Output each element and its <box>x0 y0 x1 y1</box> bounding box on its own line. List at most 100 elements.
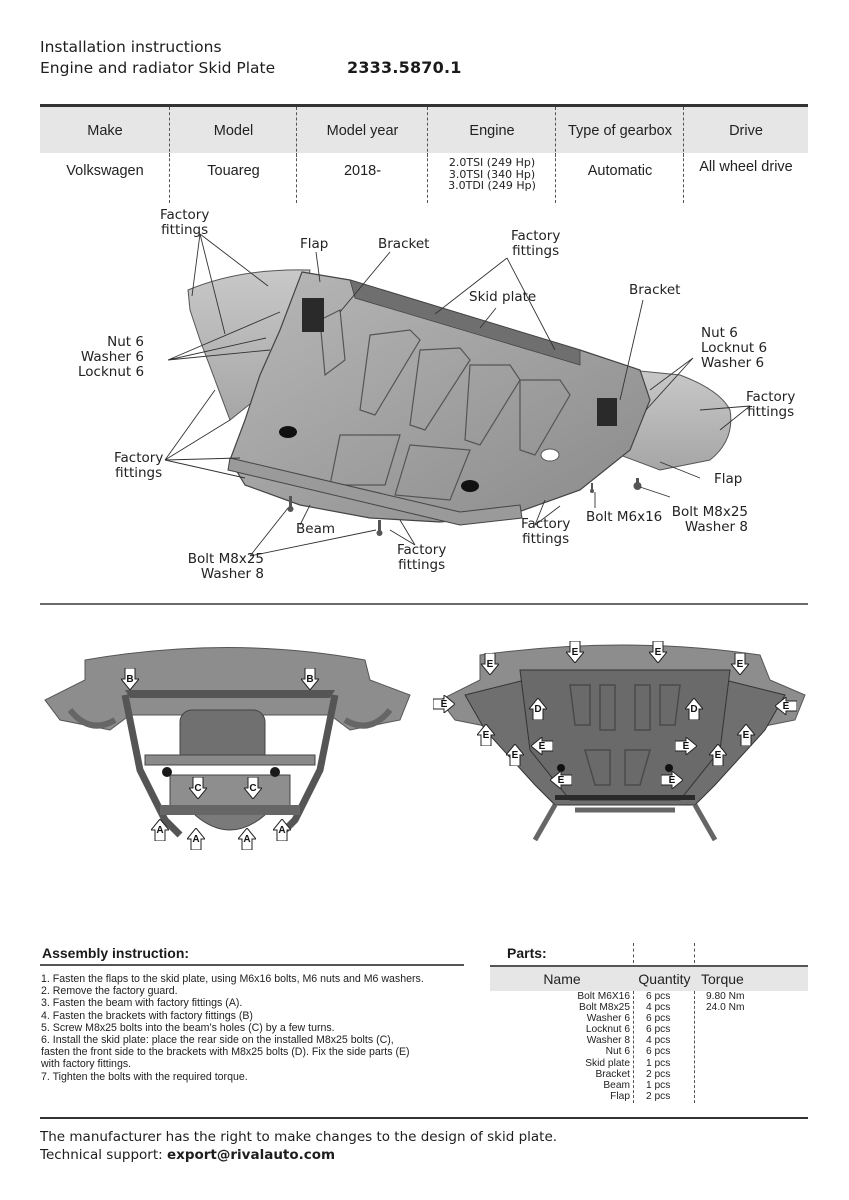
footer-disclaimer: The manufacturer has the right to make c… <box>40 1129 558 1145</box>
parts-row: Bracket 2 pcs <box>490 1069 808 1080</box>
part-torque: 24.0 Nm <box>706 1001 745 1013</box>
assembly-step: 7. Tighten the bolts with the required t… <box>41 1070 248 1083</box>
vehicle-table: Make Model Model year Engine Type of gea… <box>40 104 808 203</box>
part-quantity: 6 pcs <box>646 1046 671 1058</box>
support-email-link[interactable]: export@rivalauto.com <box>166 1147 336 1163</box>
part-torque <box>695 1069 706 1080</box>
engine-item: 3.0TDI (249 Hp) <box>448 179 536 192</box>
part-quantity: 6 pcs <box>646 1024 671 1036</box>
marker-arrow-e: E <box>432 693 456 715</box>
parts-column-divider <box>694 990 695 1103</box>
marker-letter: E <box>440 698 448 710</box>
title-line-2: Engine and radiator Skid Plate <box>40 59 276 77</box>
header-drive: Drive <box>729 123 763 139</box>
marker-letter: E <box>714 749 722 761</box>
marker-arrow-d: D <box>527 697 549 721</box>
marker-letter: A <box>243 833 251 845</box>
vehicle-table-row: Volkswagen Touareg 2018- 2.0TSI (249 Hp)… <box>40 153 808 203</box>
marker-arrow-e: E <box>475 723 497 747</box>
parts-title: Parts: <box>507 945 547 961</box>
parts-header-torque: Torque <box>701 970 744 987</box>
header-engine: Engine <box>428 107 556 157</box>
marker-arrow-e: E <box>774 695 798 717</box>
part-torque <box>695 1080 706 1091</box>
parts-row: Nut 6 6 pcs <box>490 1046 808 1057</box>
assembly-step: 5. Screw M8x25 bolts into the beam’s hol… <box>41 1021 335 1034</box>
parts-column-divider <box>633 943 634 963</box>
part-torque <box>695 1091 706 1102</box>
part-torque <box>695 1046 706 1057</box>
part-name: Locknut 6 <box>585 1024 630 1036</box>
parts-row: Locknut 6 6 pcs <box>490 1024 808 1035</box>
part-torque: 9.80 Nm <box>706 990 745 1002</box>
part-quantity: 6 pcs <box>646 1012 671 1024</box>
skid-plate-illustration <box>164 233 751 557</box>
support-label: Technical support: <box>40 1147 163 1163</box>
marker-arrow-e: E <box>530 735 554 757</box>
label-factory-fittings-bottom-right: Factory fittings <box>521 516 571 547</box>
service-hole <box>540 448 560 462</box>
marker-arrow-a: A <box>271 818 293 842</box>
part-quantity: 2 pcs <box>646 1068 671 1080</box>
part-quantity: 6 pcs <box>646 990 671 1002</box>
title-line-1: Installation instructions <box>40 38 222 56</box>
cell-model-year: 2018- <box>297 153 428 203</box>
part-name: Bracket <box>595 1068 630 1080</box>
part-name: Washer 6 <box>586 1012 630 1024</box>
part-name: Nut 6 <box>605 1046 630 1058</box>
skid-plate-rear-wall <box>349 279 581 366</box>
part-name: Bolt M6X16 <box>577 990 630 1002</box>
part-name: Washer 8 <box>586 1035 630 1047</box>
marker-letter: E <box>736 658 744 670</box>
beam-shape <box>227 457 523 526</box>
marker-letter: E <box>486 658 494 670</box>
marker-letter: E <box>538 740 546 752</box>
label-factory-fittings-right: Factory fittings <box>746 389 796 420</box>
marker-arrow-e: E <box>504 743 526 767</box>
part-name: Beam <box>603 1080 630 1091</box>
cell-gearbox: Automatic <box>556 153 684 203</box>
part-name: Skid plate <box>585 1057 630 1069</box>
drain-hole <box>461 480 479 492</box>
part-name: Bolt M8x25 <box>579 1001 630 1013</box>
marker-arrow-e: E <box>674 735 698 757</box>
marker-letter: E <box>742 729 750 741</box>
label-bolt-m8x25-left: Bolt M8x25 Washer 8 <box>187 551 264 582</box>
marker-letter: A <box>156 824 164 836</box>
marker-arrow-c: C <box>242 776 264 800</box>
assembly-rule <box>40 964 464 966</box>
marker-arrow-e: E <box>549 769 573 791</box>
header-model-year: Model year <box>297 107 428 157</box>
marker-arrow-a: A <box>149 818 171 842</box>
parts-row: Washer 6 6 pcs <box>490 1013 808 1024</box>
engine-list: 2.0TSI (249 Hp) 3.0TSI (340 Hp) 3.0TDI (… <box>448 153 536 192</box>
parts-column-divider <box>633 990 634 1103</box>
underbody-illustration <box>44 647 411 838</box>
marker-arrow-b: B <box>299 667 321 691</box>
marker-arrow-c: C <box>187 776 209 800</box>
table-top-rule <box>40 104 808 107</box>
marker-letter: E <box>682 740 690 752</box>
marker-letter: E <box>511 749 519 761</box>
cell-drive: All wheel drive <box>699 159 793 175</box>
assembly-title: Assembly instruction: <box>42 945 190 961</box>
engine-item: 3.0TSI (340 Hp) <box>448 167 536 181</box>
assembly-step: 6. Install the skid plate: place the rea… <box>41 1034 410 1071</box>
header-gearbox: Type of gearbox <box>556 107 684 157</box>
part-name: Flap <box>610 1091 630 1103</box>
part-torque <box>695 1013 706 1024</box>
label-factory-fittings-left: Factory fittings <box>114 450 164 481</box>
parts-header-quantity: Quantity <box>638 970 691 987</box>
part-torque <box>695 1024 706 1035</box>
marker-letter: E <box>571 646 579 658</box>
parts-row: Bolt M6X16 6 pcs 9.80 Nm <box>490 991 808 1002</box>
bolt-icon <box>289 496 292 508</box>
label-nut-locknut-washer-right: Nut 6 Locknut 6 Washer 6 <box>701 325 768 371</box>
exploded-diagram: Factory fittings Flap Bracket Factory fi… <box>40 200 808 595</box>
assembly-step: 1. Fasten the flaps to the skid plate, u… <box>41 973 424 985</box>
